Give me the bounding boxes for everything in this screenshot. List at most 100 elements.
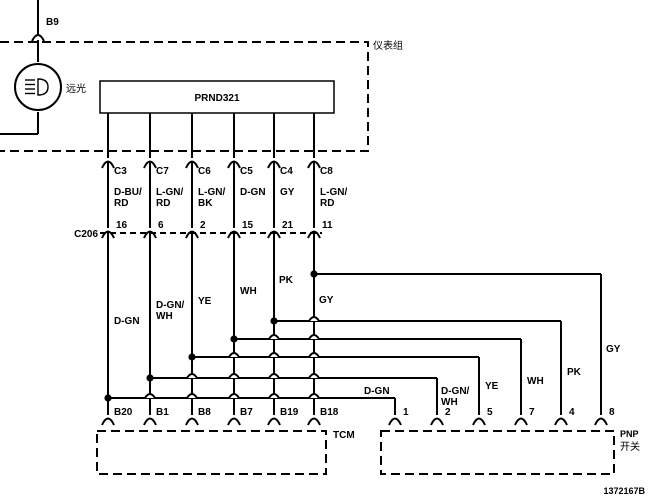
- high-beam-label: 远光: [66, 82, 86, 95]
- vertical-wire-label: WH: [240, 286, 257, 297]
- b9-connector-label: B9: [46, 17, 59, 28]
- cluster-pin-connector-2: [185, 160, 199, 169]
- pnp-pin-connector-1: [430, 417, 444, 426]
- c206-connector-2: [185, 230, 199, 239]
- pnp-pin-label: 8: [609, 407, 615, 418]
- pnp-pin-connector-2: [472, 417, 486, 426]
- vertical-wire-label: D-GN: [114, 316, 140, 327]
- pnp-wire-label: WH: [441, 397, 458, 408]
- pnp-dashed-box: [380, 430, 615, 475]
- wire-crossover: [186, 373, 198, 379]
- c206-label: C206: [74, 229, 98, 240]
- cluster-pin-label: C4: [280, 166, 293, 177]
- pnp-pin-label: 2: [445, 407, 451, 418]
- cluster-pin-label: C6: [198, 166, 211, 177]
- cluster-label: 仪表组: [373, 39, 403, 52]
- vertical-wire-label: YE: [198, 296, 212, 307]
- cluster-wire-color: L-GN/: [198, 187, 225, 198]
- wire-crossover: [268, 334, 280, 340]
- pnp-wire-label: D-GN: [364, 386, 390, 397]
- c206-connector-1: [143, 230, 157, 239]
- c206-pin-label: 11: [322, 220, 333, 231]
- cluster-wire-color: D-BU/: [114, 187, 142, 198]
- tcm-pin-label: B1: [156, 407, 169, 418]
- pnp-wire-label: D-GN/: [441, 386, 470, 397]
- cluster-wire-color: GY: [280, 187, 295, 198]
- wire-crossover: [308, 373, 320, 379]
- pnp-pin-connector-5: [594, 417, 608, 426]
- wire-crossover: [228, 373, 240, 379]
- c206-connector-5: [307, 230, 321, 239]
- cluster-dashed-box: [0, 41, 369, 152]
- wire-crossover: [268, 393, 280, 399]
- prnd-display-box: [99, 80, 335, 114]
- pnp-wire-label: PK: [567, 367, 582, 378]
- pnp-pin-label: 1: [403, 407, 409, 418]
- pnp-label-cn: 开关: [620, 440, 640, 453]
- tcm-pin-label: B7: [240, 407, 253, 418]
- pnp-wire-label: WH: [527, 376, 544, 387]
- cluster-pin-connector-1: [143, 160, 157, 169]
- wire-crossover: [268, 373, 280, 379]
- tcm-pin-label: B18: [320, 407, 339, 418]
- c206-connector-4: [267, 230, 281, 239]
- wire-crossover: [308, 316, 320, 322]
- splice-dot: [104, 394, 112, 402]
- cluster-wire-color: L-GN/: [320, 187, 347, 198]
- vertical-wire-label: WH: [156, 311, 173, 322]
- wire-crossover: [144, 393, 156, 399]
- tcm-pin-label: B8: [198, 407, 211, 418]
- splice-dot: [230, 335, 238, 343]
- cluster-pin-label: C3: [114, 166, 127, 177]
- c206-connector-0: [101, 230, 115, 239]
- cluster-pin-label: C5: [240, 166, 253, 177]
- pnp-pin-connector-4: [554, 417, 568, 426]
- high-beam-symbol: [25, 78, 49, 96]
- cluster-pin-connector-5: [307, 160, 321, 169]
- b9-connector: [31, 34, 45, 42]
- cluster-pin-label: C8: [320, 166, 333, 177]
- pnp-pin-connector-3: [514, 417, 528, 426]
- c206-pin-label: 15: [242, 220, 254, 231]
- cluster-pin-connector-0: [101, 160, 115, 169]
- cluster-wire-color: RD: [156, 198, 170, 209]
- c206-pin-label: 21: [282, 220, 294, 231]
- c206-connector-3: [227, 230, 241, 239]
- pnp-pin-label: 7: [529, 407, 535, 418]
- vertical-wire-label: GY: [319, 295, 334, 306]
- c206-pin-label: 16: [116, 220, 128, 231]
- wire-crossover: [308, 393, 320, 399]
- figure-id: 1372167B: [603, 486, 645, 496]
- tcm-pin-connector-3: [227, 417, 241, 426]
- tcm-pin-connector-0: [101, 417, 115, 426]
- c206-pin-label: 6: [158, 220, 164, 231]
- pnp-pin-label: 5: [487, 407, 493, 418]
- pnp-pin-connector-0: [388, 417, 402, 426]
- prnd-display-label: PRND321: [194, 93, 239, 104]
- wire-crossover: [228, 393, 240, 399]
- pnp-wire-label: GY: [606, 344, 621, 355]
- wire-crossover: [308, 334, 320, 340]
- cluster-wire-color: D-GN: [240, 187, 266, 198]
- cluster-pin-connector-3: [227, 160, 241, 169]
- splice-dot: [146, 374, 154, 382]
- cluster-pin-label: C7: [156, 166, 169, 177]
- wire-crossover: [228, 352, 240, 358]
- pnp-pin-label: 4: [569, 407, 575, 418]
- c206-pin-label: 2: [200, 220, 206, 231]
- tcm-pin-connector-2: [185, 417, 199, 426]
- tcm-pin-label: B20: [114, 407, 133, 418]
- vertical-wire-label: PK: [279, 275, 294, 286]
- tcm-pin-connector-5: [307, 417, 321, 426]
- pnp-label: PNP: [620, 429, 639, 439]
- tcm-pin-label: B19: [280, 407, 299, 418]
- cluster-pin-connector-4: [267, 160, 281, 169]
- cluster-wire-color: BK: [198, 198, 213, 209]
- cluster-wire-color: L-GN/: [156, 187, 183, 198]
- splice-dot: [270, 317, 278, 325]
- wire-crossover: [186, 393, 198, 399]
- tcm-pin-connector-4: [267, 417, 281, 426]
- tcm-pin-connector-1: [143, 417, 157, 426]
- vertical-wire-label: D-GN/: [156, 300, 185, 311]
